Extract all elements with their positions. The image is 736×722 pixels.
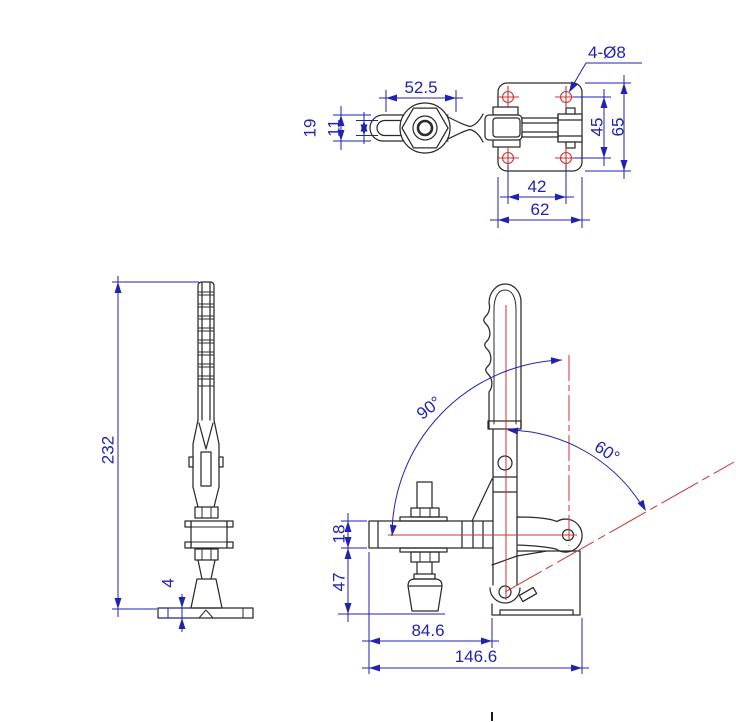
dim-text-base-thickness: 4 (159, 578, 178, 587)
top-hex-nut (399, 102, 451, 154)
dim-plate-height: 65 (585, 75, 631, 179)
dim-text-arm-thickness: 18 (330, 525, 349, 544)
dim-angle-opening: 90° (388, 356, 563, 537)
side-clevis (188, 419, 224, 519)
dim-text-slot-width: 11 (325, 119, 344, 137)
dim-slot-width: 11 (325, 112, 378, 144)
dim-base-thickness: 4 (159, 578, 195, 632)
dim-text-overall-length: 146.6 (455, 647, 498, 666)
dim-arm-reach: 84.6 (362, 552, 499, 674)
dim-text-angle-handle: 60° (591, 437, 623, 467)
dim-text-plate-height: 65 (609, 118, 628, 137)
dim-text-hole-pitch-v: 45 (588, 118, 607, 137)
top-link-assembly (484, 106, 583, 149)
dim-slot-length: 52.5 (379, 78, 463, 112)
dim-angle-handle: 60° (506, 426, 650, 513)
side-rubber-tip (190, 578, 223, 609)
dim-text-overall-height: 232 (99, 436, 118, 464)
side-base-plate (157, 607, 254, 619)
dim-arm-width: 19 (301, 106, 371, 150)
dim-text-hole-callout: 4-Ø8 (588, 43, 626, 62)
front-centerlines (388, 305, 735, 600)
front-spindle (399, 481, 448, 612)
dim-overall-height: 232 (99, 276, 199, 617)
side-view: 232 4 (99, 276, 254, 632)
front-view: 90° 60° 18 47 84.6 (330, 283, 735, 674)
dim-hole-callout: 4-Ø8 (565, 43, 642, 95)
dim-text-plate-width: 62 (531, 200, 550, 219)
dim-hole-pitch-h: 42 (500, 165, 574, 204)
dim-hole-pitch-v: 45 (573, 89, 611, 166)
dim-text-angle-opening: 90° (413, 393, 445, 424)
dim-text-spindle-drop: 47 (330, 573, 349, 592)
dim-text-arm-reach: 84.6 (411, 621, 444, 640)
front-lever-bar (471, 428, 518, 586)
page-edge-artifact (491, 712, 493, 721)
dim-spindle-drop: 47 (330, 540, 445, 622)
dim-text-hole-pitch-h: 42 (528, 177, 547, 196)
front-handle (483, 283, 522, 430)
dim-text-slot-length: 52.5 (404, 78, 437, 97)
top-view: 52.5 19 11 4-Ø8 45 (301, 43, 642, 228)
dim-text-arm-width: 19 (301, 119, 320, 138)
dim-plate-width: 62 (490, 177, 590, 228)
side-handle (197, 281, 215, 421)
front-base (489, 550, 581, 616)
dim-overall-length: 146.6 (362, 618, 589, 674)
side-arm-section (184, 520, 234, 580)
